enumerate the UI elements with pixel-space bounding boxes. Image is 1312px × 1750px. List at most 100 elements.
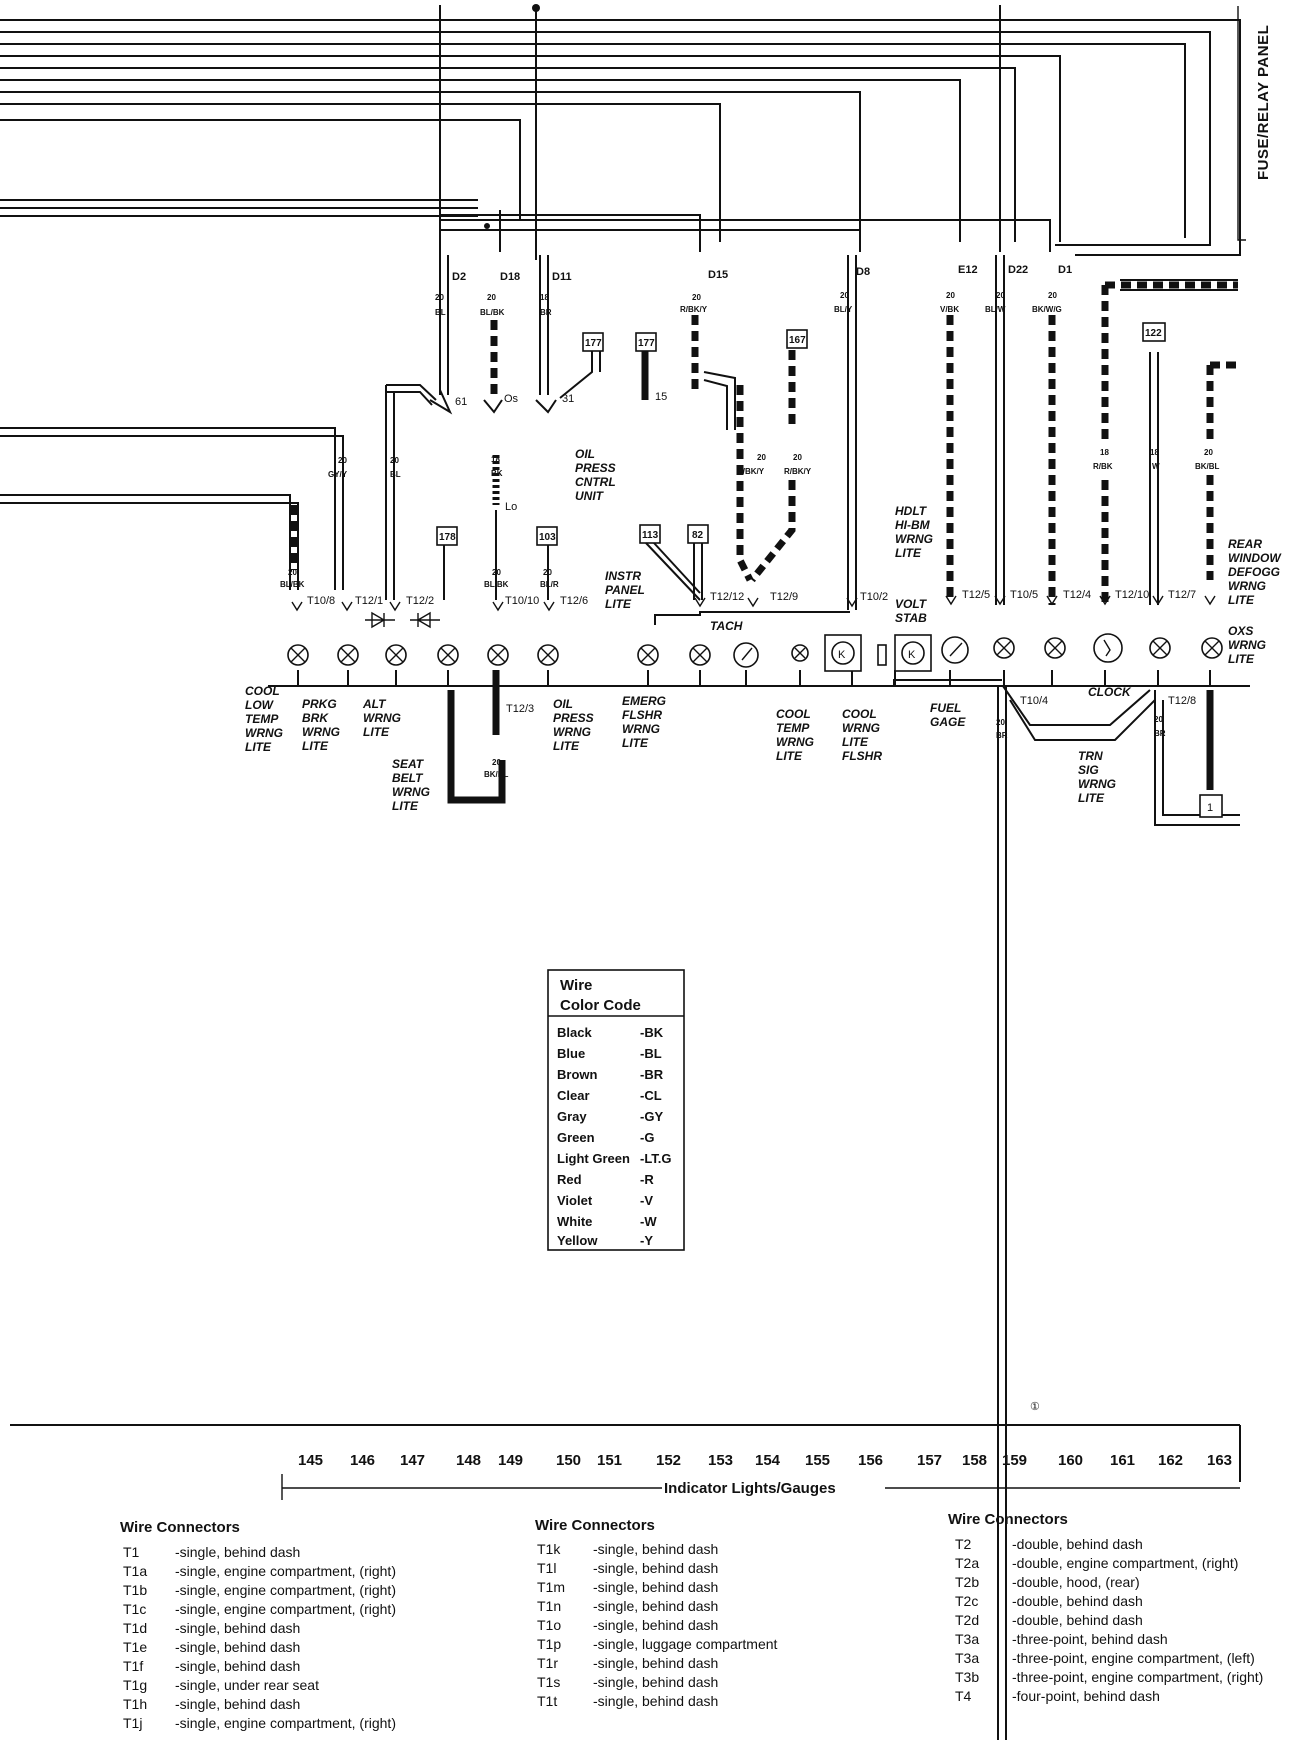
ruler-num-147: 147 [400, 1452, 425, 1469]
ruler-num-152: 152 [656, 1452, 681, 1469]
cc-name-7: Red [557, 1172, 582, 1187]
legend-3-id-4: T2d [955, 1612, 979, 1628]
mw-gauge-3: 18 [491, 455, 500, 464]
legend-3-desc-2: -double, hood, (rear) [1012, 1574, 1140, 1590]
cc-name-3: Clear [557, 1088, 590, 1103]
lamp-trn-sig-l [1044, 637, 1066, 659]
lamp-cool-temp [791, 644, 809, 662]
gauge-clock [1093, 633, 1123, 663]
legend-3-id-6: T3a [955, 1650, 979, 1666]
legend-1-id-7: T1g [123, 1677, 147, 1693]
legend-2-id-7: T1s [537, 1674, 560, 1690]
color-d15: R/BK/Y [680, 305, 708, 314]
legend-1-desc-6: -single, behind dash [175, 1658, 300, 1674]
mw-color-1: GY/Y [328, 470, 348, 479]
mid-wire-labels: 20 GY/Y 20 BL 18 BK 20 BL/BK 20 BL/BK 20… [280, 448, 1220, 779]
legend-1-title: Wire Connectors [120, 1519, 240, 1536]
legend-2-desc-5: -single, luggage compartment [593, 1636, 778, 1652]
legend-3-id-1: T2a [955, 1555, 979, 1571]
oxs-label: OXS WRNG LITE [1228, 624, 1269, 666]
legend-1-id-1: T1a [123, 1563, 147, 1579]
cc-name-9: White [557, 1214, 592, 1229]
cc-name-2: Brown [557, 1067, 598, 1082]
cc-name-8: Violet [557, 1193, 593, 1208]
mw-gauge-10: 18 [1150, 448, 1159, 457]
gauge-d18: 20 [487, 293, 496, 302]
legend-1-id-4: T1d [123, 1620, 147, 1636]
fuel-gage-label: FUEL GAGE [930, 701, 966, 729]
legend-2-desc-0: -single, behind dash [593, 1541, 718, 1557]
ruler-num-162: 162 [1158, 1452, 1183, 1469]
mw-color-9: R/BK [1093, 462, 1113, 471]
rear-window-label: REAR WINDOW DEFOGG WRNG LITE [1228, 537, 1284, 607]
color-code-title-2: Color Code [560, 997, 641, 1014]
vertical-wire-runs [439, 255, 1240, 610]
cc-code-5: -G [640, 1130, 654, 1145]
legend-2-desc-8: -single, behind dash [593, 1693, 718, 1709]
trn-sig-label: TRN SIG WRNG LITE [1078, 749, 1119, 805]
ground-box-1: 1 [1207, 802, 1213, 814]
mw-color-7: R/BK/Y [737, 467, 765, 476]
section-ruler: Indicator Lights/Gauges 145 146 147 148 … [10, 1424, 1241, 1500]
legend-1-id-0: T1 [123, 1544, 140, 1560]
cc-code-7: -R [640, 1172, 654, 1187]
tach-label: TACH [710, 619, 743, 633]
cc-code-3: -CL [640, 1088, 662, 1103]
ref-box-167: 167 [789, 335, 806, 346]
lamp-oil-os [487, 644, 509, 666]
conn-t12-2: T12/2 [406, 595, 434, 607]
color-d8: BL/Y [834, 305, 853, 314]
wire-id-d2: D2 [452, 271, 466, 283]
lamps-gauges: K K [287, 633, 1223, 672]
ruler-num-149: 149 [498, 1452, 523, 1469]
conn-t12-1: T12/1 [355, 595, 383, 607]
gauge-cool-temp: K [824, 634, 862, 672]
mw-gauge-1: 20 [338, 456, 347, 465]
gauge-d8: 20 [840, 291, 849, 300]
conn-t10-10: T10/10 [505, 595, 539, 607]
legend-3-id-5: T3a [955, 1631, 979, 1647]
cc-name-6: Light Green [557, 1151, 630, 1166]
mw-gauge-4: 20 [288, 568, 297, 577]
conn-t12-6: T12/6 [560, 595, 588, 607]
ref-boxes: 177 177 167 122 178 103 113 82 [436, 322, 1166, 546]
wire-id-d22: D22 [1008, 264, 1028, 276]
legend-3-desc-0: -double, behind dash [1012, 1536, 1143, 1552]
legend-1-id-3: T1c [123, 1601, 146, 1617]
lamp-instr-panel [637, 644, 659, 666]
legend-1-desc-0: -single, behind dash [175, 1544, 300, 1560]
conn-t12-8: T12/8 [1168, 695, 1196, 707]
cc-name-10: Yellow [557, 1233, 598, 1248]
hdlt-label: HDLT HI-BM WRNG LITE [895, 504, 936, 560]
wire-id-d8: D8 [856, 266, 870, 278]
mw-gauge-8: 20 [793, 453, 802, 462]
ref-box-122: 122 [1145, 328, 1162, 339]
gauge-e12: 20 [946, 291, 955, 300]
cool-temp-label: COOL TEMP WRNG LITE [776, 707, 817, 763]
legend-3-desc-1: -double, engine compartment, (right) [1012, 1555, 1238, 1571]
legend-1-desc-3: -single, engine compartment, (right) [175, 1601, 396, 1617]
legend-3-desc-3: -double, behind dash [1012, 1593, 1143, 1609]
gauge-d1: 20 [1048, 291, 1057, 300]
legend-1-desc-2: -single, engine compartment, (right) [175, 1582, 396, 1598]
mw-color-8: R/BK/Y [784, 467, 812, 476]
ref-box-178: 178 [439, 532, 456, 543]
legend-2-id-4: T1o [537, 1617, 561, 1633]
cc-code-8: -V [640, 1193, 653, 1208]
mw-color-3: BK [491, 469, 503, 478]
svg-text:K: K [838, 649, 846, 661]
legend-3-id-8: T4 [955, 1688, 972, 1704]
ruler-num-151: 151 [597, 1452, 622, 1469]
lamp-oil-press [537, 644, 559, 666]
color-code-title-1: Wire [560, 977, 592, 994]
conn-t10-4: T10/4 [1020, 695, 1048, 707]
mw-color-13: BR [996, 731, 1008, 740]
pin-31: 31 [562, 393, 574, 405]
clock-label: CLOCK [1088, 685, 1132, 699]
legend-1-id-5: T1e [123, 1639, 147, 1655]
mw-gauge-12: 20 [492, 758, 501, 767]
conn-t12-5: T12/5 [962, 589, 990, 601]
mw-color-10: W [1152, 462, 1160, 471]
legend-2-desc-2: -single, behind dash [593, 1579, 718, 1595]
